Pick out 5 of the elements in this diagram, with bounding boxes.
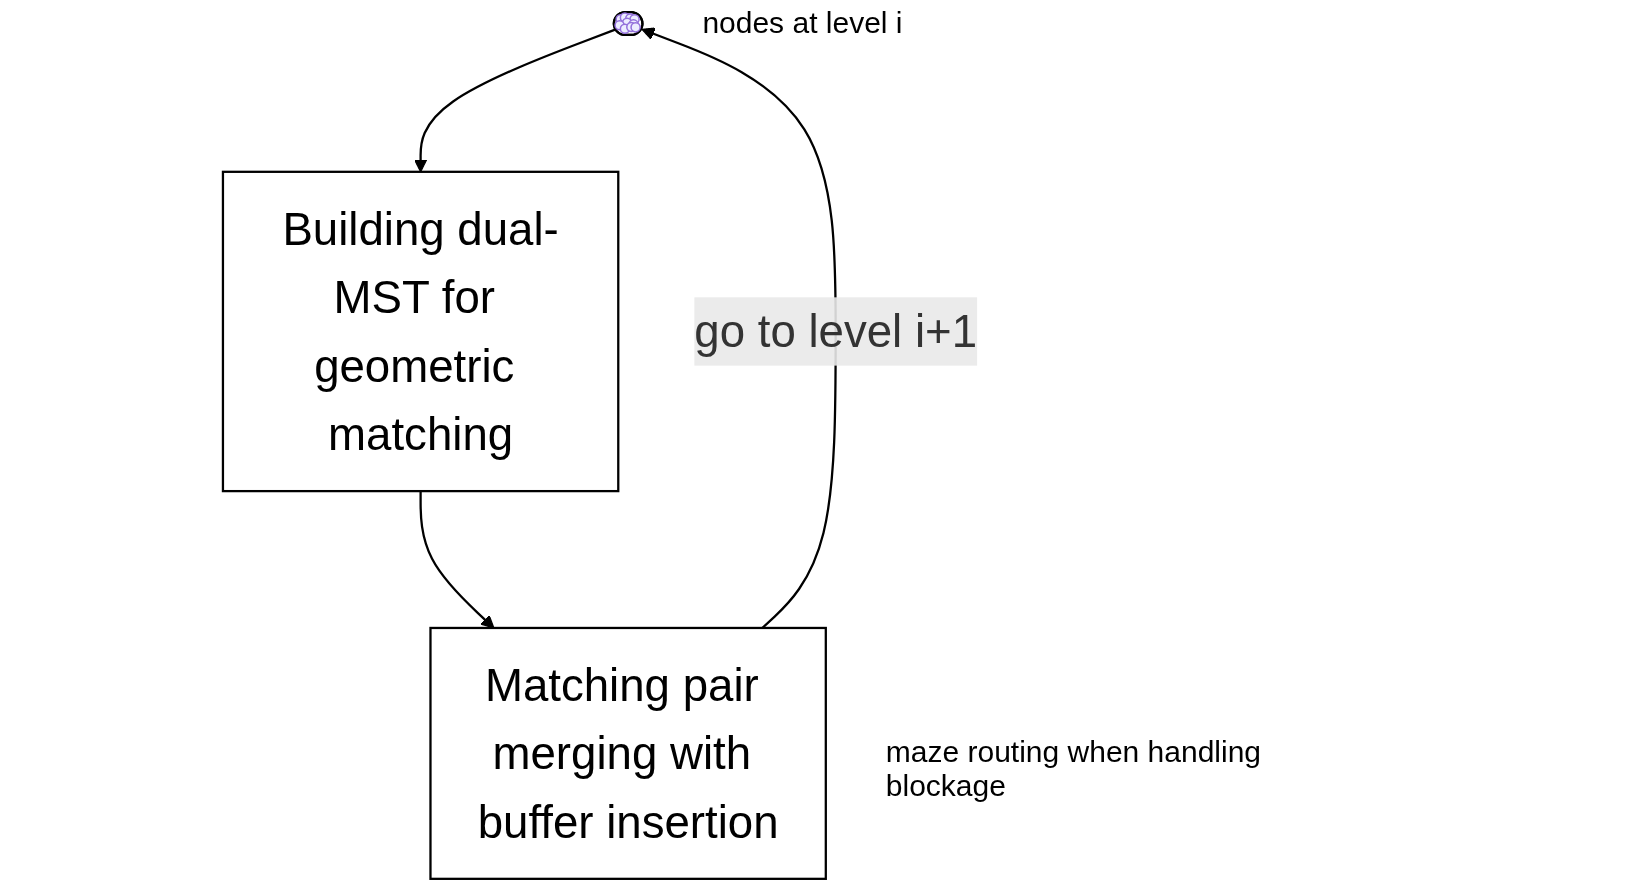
edge-label: go to level i+1 (694, 306, 978, 357)
node-box: Building dual-MST for geometric matching (221, 170, 620, 493)
side-note: maze routing when handling blockage (885, 735, 1263, 804)
side-note: nodes at level i (702, 5, 903, 40)
node-box: Matching pair merging with buffer insertion (429, 626, 827, 880)
